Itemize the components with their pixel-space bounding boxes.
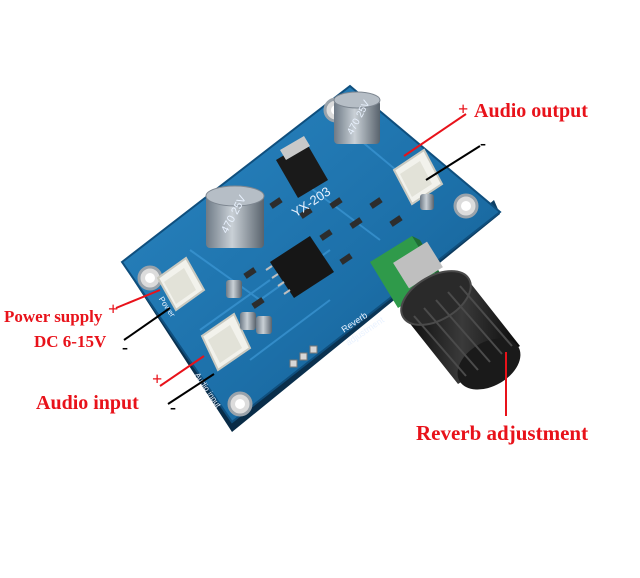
audio-input-minus: -: [170, 397, 176, 417]
audio-output-connector: [392, 148, 444, 206]
power-minus: -: [122, 337, 128, 357]
pin-header: [289, 345, 318, 368]
ic-chip: [265, 236, 334, 298]
capacitor-large: 470 25V: [205, 185, 265, 248]
capacitor-top: 470 25V: [333, 91, 381, 144]
power-plus: +: [108, 299, 119, 319]
audio-output-plus: +: [458, 99, 469, 119]
power-supply-label: Power supply: [4, 307, 103, 326]
small-capacitors: [226, 194, 434, 334]
reverb-adjustment-label: Reverb adjustment: [416, 421, 589, 445]
power-supply-voltage-label: DC 6-15V: [34, 332, 107, 351]
callout-lines: [115, 113, 507, 416]
audio-input-connector: [200, 312, 252, 372]
audio-input-label: Audio input: [36, 392, 139, 414]
power-connector: [156, 256, 206, 312]
smd-components: [243, 197, 403, 309]
audio-output-minus: -: [480, 133, 486, 153]
audio-input-plus: +: [152, 369, 163, 389]
reverb-knob: [400, 270, 521, 390]
voltage-regulator: [276, 136, 328, 198]
audio-output-label: Audio output: [474, 100, 588, 122]
